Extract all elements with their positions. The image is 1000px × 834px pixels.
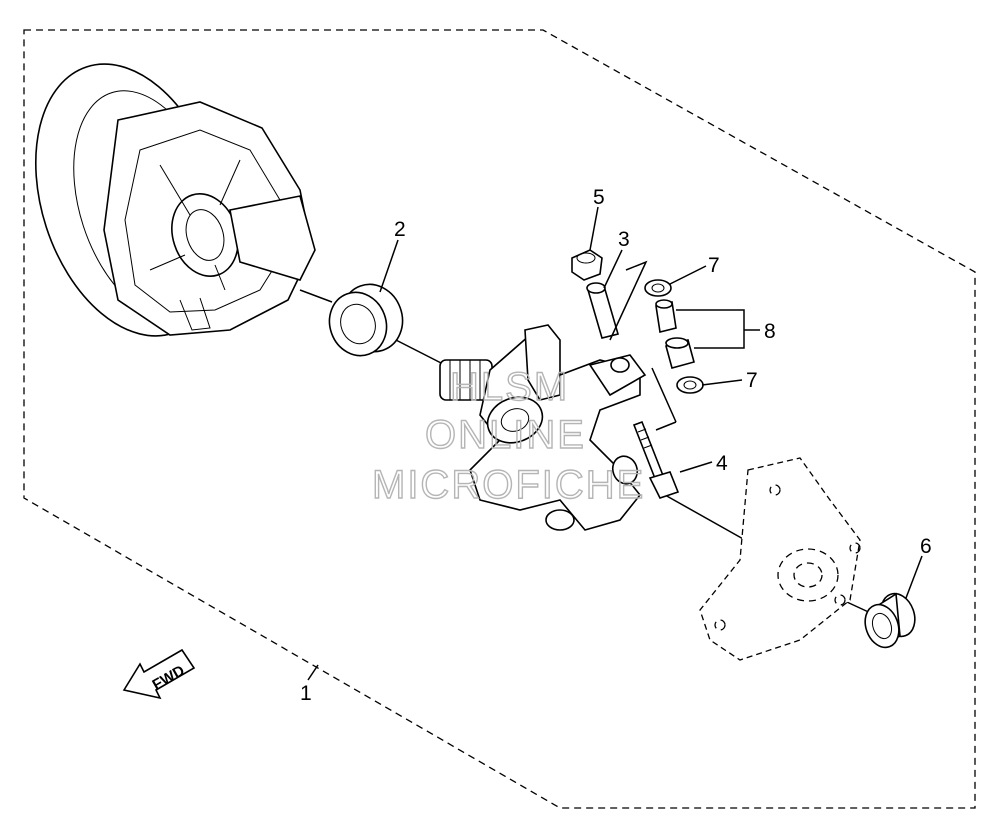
watermark-line-3: MICROFICHE xyxy=(372,463,645,507)
leader-line-5 xyxy=(589,206,599,251)
callout-6: 6 xyxy=(920,535,932,558)
leader-line-4 xyxy=(679,461,713,473)
callout-5: 5 xyxy=(593,186,605,209)
callout-3: 3 xyxy=(618,228,630,251)
washer-part-7-upper xyxy=(644,279,672,297)
bolt-part-4 xyxy=(632,420,680,499)
assembly-axis-line-2 xyxy=(391,337,446,366)
leader-line-2 xyxy=(379,239,399,293)
watermark-line-1: HLSM xyxy=(450,365,569,409)
watermark-line-2: ONLINE xyxy=(425,413,586,457)
leader-line-7a xyxy=(669,265,707,285)
callout-7-lower: 7 xyxy=(746,369,758,392)
assembly-axis-line-3 xyxy=(664,494,746,541)
roller-part-8-lower xyxy=(665,337,695,369)
callout-2: 2 xyxy=(394,218,406,241)
spider-hub xyxy=(439,324,647,531)
primary-sheave-housing xyxy=(34,63,316,337)
callout-4: 4 xyxy=(716,452,728,475)
watermark: HLSM ONLINE MICROFICHE xyxy=(371,364,645,507)
callout-8: 8 xyxy=(764,320,776,343)
callout-7-upper: 7 xyxy=(708,254,720,277)
leader-line-8 xyxy=(676,309,745,349)
callout-1: 1 xyxy=(300,682,312,705)
forward-arrow: FWD xyxy=(122,648,196,700)
collar-part-3 xyxy=(586,282,620,339)
roller-part-8-upper xyxy=(655,299,677,333)
washer-part-7-lower xyxy=(676,376,704,394)
leader-line-7b xyxy=(701,379,743,386)
washer-bracket-lines xyxy=(609,260,677,431)
leader-line-6 xyxy=(905,555,923,599)
leader-line-3 xyxy=(603,249,623,289)
bearing-part-2 xyxy=(328,283,404,357)
bearing-part-6 xyxy=(864,592,916,649)
cover-plate-dashed xyxy=(699,457,861,661)
leader-line-1 xyxy=(307,664,319,681)
nut-part-5 xyxy=(571,249,603,281)
assembly-boundary xyxy=(23,29,976,809)
assembly-axis-line xyxy=(299,289,333,303)
